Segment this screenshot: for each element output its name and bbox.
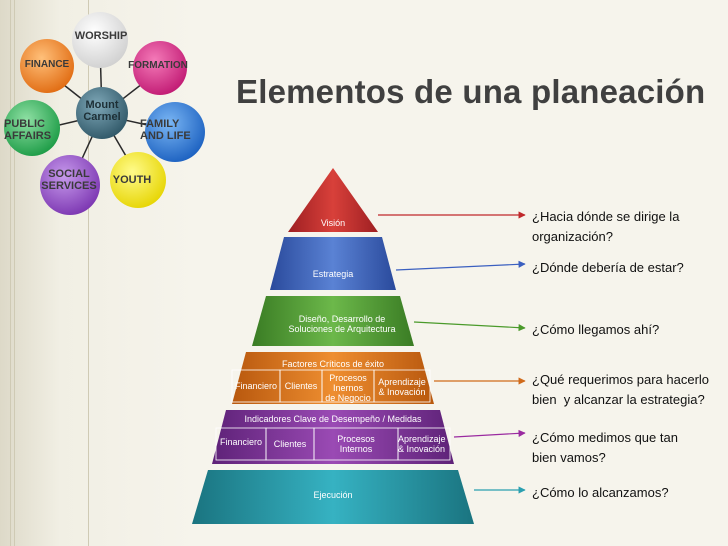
arrow-strategy bbox=[395, 260, 526, 271]
kpi-cell-financiero: Financiero bbox=[219, 437, 263, 447]
center-circle bbox=[76, 87, 128, 139]
kpi-cells bbox=[215, 427, 451, 461]
csf-cell-procesos: Procesos Inernos de Negocio bbox=[325, 373, 371, 403]
arrow-kpi bbox=[453, 429, 526, 438]
question-vision: ¿Hacia dónde se dirige la organización? bbox=[532, 209, 680, 244]
border-line bbox=[14, 0, 15, 546]
csf-cell-aprendizaje: Aprendizaje & Inovación bbox=[378, 377, 426, 397]
wheel-label-public: PUBLIC AFFAIRS bbox=[4, 118, 52, 142]
border-line bbox=[10, 0, 11, 546]
kpi-band bbox=[212, 410, 454, 464]
youth-circle bbox=[110, 152, 166, 208]
csf-band bbox=[232, 352, 434, 404]
kpi-title: Indicadores Clave de Desempeño / Medidas bbox=[244, 414, 422, 424]
vision-label: Visión bbox=[320, 218, 346, 228]
kpi-cell-aprendizaje: Aprendizaje & Inovación bbox=[398, 434, 446, 454]
family-life-circle bbox=[145, 102, 205, 162]
wheel-label-family: FAMILY AND LIFE bbox=[140, 118, 191, 142]
vision-triangle bbox=[288, 168, 378, 232]
finance-circle bbox=[20, 39, 74, 93]
kpi-cell-procesos: Procesos Internos bbox=[337, 434, 375, 454]
wheel-label-center: Mount Carmel bbox=[83, 99, 121, 123]
wheel-label-formation: FORMATION bbox=[128, 60, 188, 71]
question-design: ¿Cómo llegamos ahí? bbox=[532, 322, 660, 337]
wheel-label-worship: WORSHIP bbox=[74, 30, 128, 42]
strategy-label: Estrategia bbox=[312, 269, 354, 279]
csf-cells bbox=[231, 369, 431, 403]
csf-cell-financiero: Financiero bbox=[234, 381, 278, 391]
design-band bbox=[252, 296, 414, 346]
worship-circle bbox=[72, 12, 128, 68]
strategy-band bbox=[270, 237, 396, 290]
arrow-design bbox=[413, 321, 526, 332]
question-kpi: ¿Cómo medimos que tan bien vamos? bbox=[532, 430, 678, 465]
kpi-cell-clientes: Clientes bbox=[273, 439, 307, 449]
csf-title: Factores Críticos de éxito bbox=[281, 359, 385, 369]
design-label: Diseño, Desarrollo de Soluciones de Arqu… bbox=[288, 314, 396, 334]
page-title: Elementos de una planeación bbox=[236, 73, 706, 110]
question-csf: ¿Qué requerimos para hacerlo bien y alca… bbox=[532, 372, 710, 407]
wheel-label-finance: FINANCE bbox=[24, 59, 70, 70]
execution-label: Ejecución bbox=[313, 490, 353, 500]
csf-cell-clientes: Clientes bbox=[284, 381, 318, 391]
execution-band bbox=[192, 470, 474, 524]
formation-circle bbox=[133, 41, 187, 95]
question-execution: ¿Cómo lo alcanzamos? bbox=[532, 485, 669, 500]
wheel-label-youth: YOUTH bbox=[112, 174, 152, 186]
wheel-label-social: SOCIAL SERVICES bbox=[41, 168, 97, 192]
question-strategy: ¿Dónde debería de estar? bbox=[532, 260, 684, 275]
border-line bbox=[88, 0, 89, 546]
social-services-circle bbox=[40, 155, 100, 215]
public-affairs-circle bbox=[4, 100, 60, 156]
